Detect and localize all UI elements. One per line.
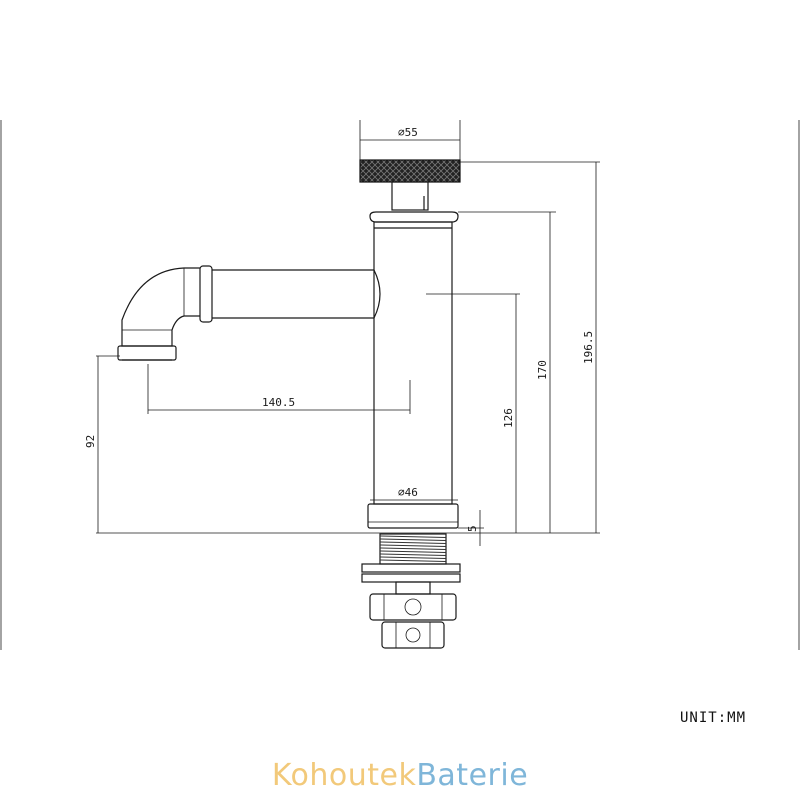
dim-label-spout-height: 92 xyxy=(84,435,97,448)
dimension-spout-reach: 140.5 xyxy=(147,364,411,414)
brand-part-1: Kohoutek xyxy=(271,758,417,793)
body-top-cap xyxy=(369,211,459,229)
dimension-outlet-height: 126 xyxy=(426,293,520,533)
dim-label-body-height: 170 xyxy=(536,360,549,380)
mounting-washer xyxy=(361,563,461,583)
dimension-total-height: 196.5 xyxy=(460,161,600,533)
dim-label-body-diameter: ∅46 xyxy=(398,486,418,499)
dimension-body-diameter: ∅46 xyxy=(370,486,458,501)
dimension-body-height: 170 xyxy=(458,211,556,533)
dimension-handle-diameter: ∅55 xyxy=(359,120,461,160)
faucet-body xyxy=(373,221,453,505)
hose-connector xyxy=(381,621,445,649)
dimension-base-thickness: 5 xyxy=(458,510,484,546)
dim-label-spout-reach: 140.5 xyxy=(262,396,295,409)
brand-part-2: Baterie xyxy=(416,758,529,793)
base-ring xyxy=(367,503,459,529)
dim-label-total-height: 196.5 xyxy=(582,331,595,364)
dim-label-outlet-height: 126 xyxy=(502,408,515,428)
dim-label-base-thickness: 5 xyxy=(466,525,479,532)
handle-knob xyxy=(359,159,461,183)
unit-label: UNIT:MM xyxy=(680,710,747,726)
spout xyxy=(121,265,381,347)
handle-stem xyxy=(391,181,429,211)
spout-aerator xyxy=(117,345,177,361)
brand-logo: KohoutekBaterie xyxy=(0,758,800,793)
mounting-nut xyxy=(369,593,457,621)
dim-label-handle-diameter: ∅55 xyxy=(398,126,418,139)
dimension-spout-height: 92 xyxy=(84,355,120,533)
